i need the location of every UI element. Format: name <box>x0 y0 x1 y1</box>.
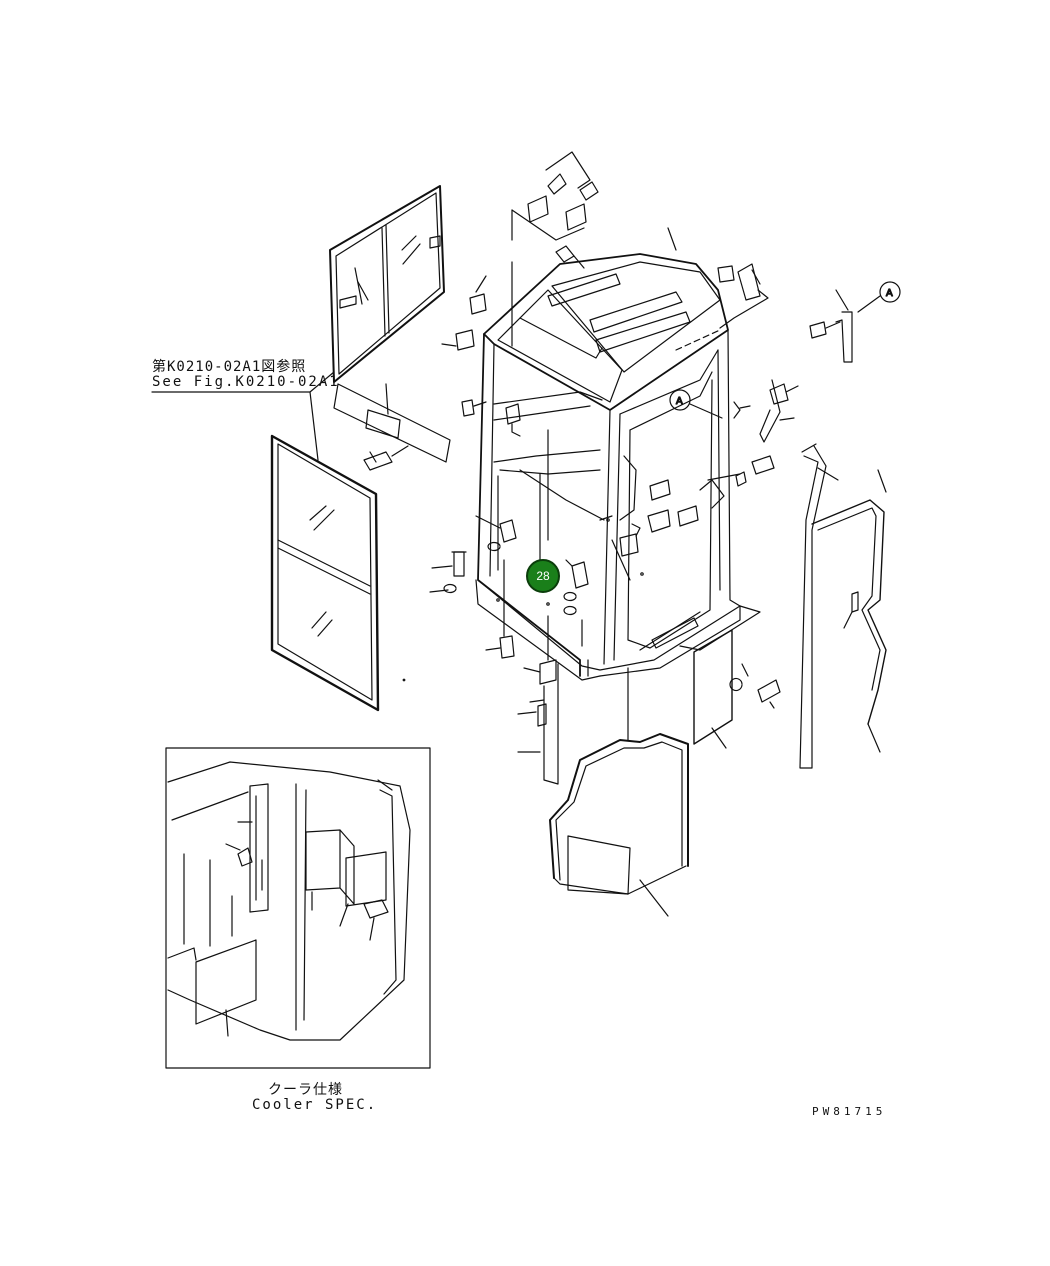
floor-bracket <box>679 605 761 651</box>
cooler-spec-inset-frame <box>165 747 431 1069</box>
lower-door-glass <box>270 434 380 712</box>
rear-panel <box>549 667 689 917</box>
right-roof-parts <box>675 263 769 351</box>
part-callout-28[interactable]: 28 <box>526 559 560 593</box>
cab-roof <box>483 253 729 411</box>
hinge-assembly-top <box>511 151 599 269</box>
door-seal-strip <box>811 469 887 753</box>
marker-a-inner: A <box>676 396 683 407</box>
mount-bolts-left <box>429 515 517 659</box>
leader-line <box>667 227 677 251</box>
left-small-parts <box>441 275 521 437</box>
drawing-code: PW81715 <box>812 1105 887 1118</box>
cooler-spec-inset-drawing <box>167 761 411 1041</box>
cooler-spec-caption-ja: クーラ仕様 <box>268 1082 343 1098</box>
door-weather-strip <box>799 443 839 769</box>
door-screw <box>363 445 409 471</box>
right-fittings <box>599 379 799 581</box>
marker-a-top: A <box>886 288 893 299</box>
support-column <box>517 615 559 785</box>
right-latch <box>809 289 853 363</box>
door-cover-strip <box>333 383 451 463</box>
cab-body-frame <box>475 329 741 681</box>
upper-door-window <box>329 185 445 383</box>
cooler-spec-caption-en: Cooler SPEC. <box>252 1097 378 1113</box>
side-plate <box>693 629 781 749</box>
marker-a-ring-top <box>857 281 901 313</box>
detail-dots <box>402 518 644 682</box>
marker-a-ring-inner <box>669 389 723 419</box>
reference-leader-line-2 <box>309 391 319 461</box>
part-callout-label: 28 <box>536 569 550 583</box>
see-figure-reference-ja: 第K0210-02A1図参照 <box>152 359 307 375</box>
mount-bolts-right <box>563 559 589 647</box>
see-figure-reference-en: See Fig.K0210-02A1 <box>152 374 340 390</box>
